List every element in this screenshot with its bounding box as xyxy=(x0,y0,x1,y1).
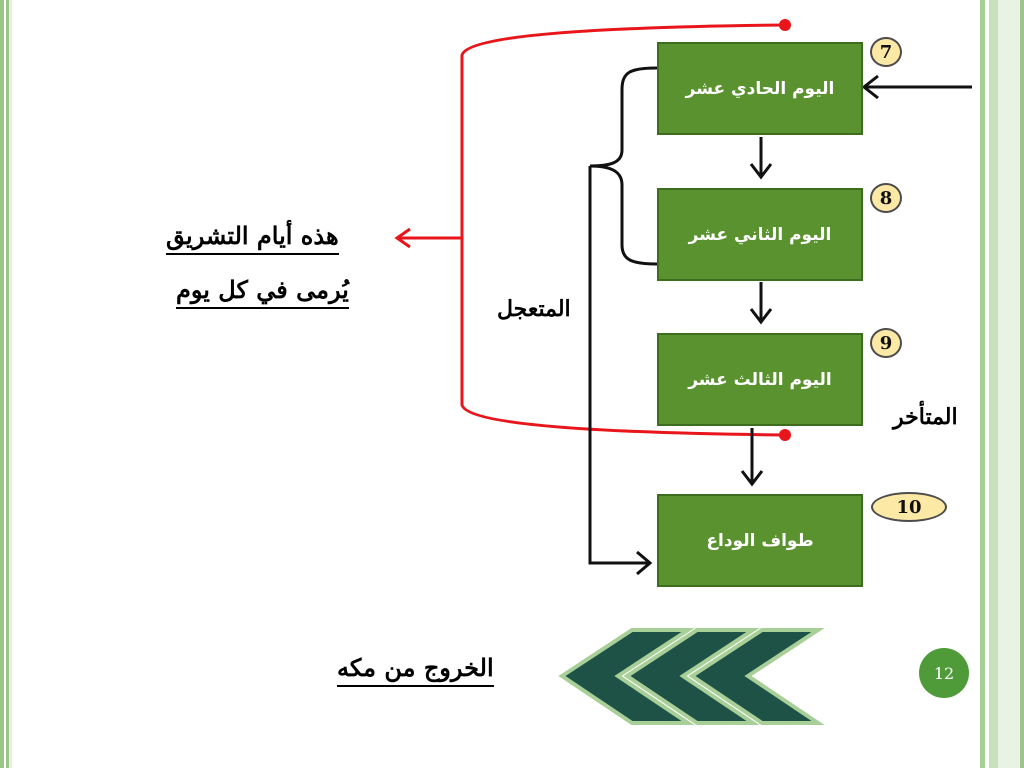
step-box-day11: اليوم الحادي عشر xyxy=(657,42,863,135)
step-box-day12: اليوم الثاني عشر xyxy=(657,188,863,281)
tashreeq-line2: يُرمى في كل يوم xyxy=(176,276,349,310)
step-number-badge: 9 xyxy=(870,328,902,358)
step-label: اليوم الحادي عشر xyxy=(685,78,835,99)
hasty-path-arrowhead xyxy=(636,550,653,576)
incoming-arrow-head xyxy=(861,74,879,100)
hasty-path-line xyxy=(588,166,648,565)
slide-frame-left xyxy=(0,0,12,768)
red-bracket-bottom-dot xyxy=(779,429,791,441)
step-label: اليوم الثالث عشر xyxy=(688,369,832,390)
arrow-day12-to-day13-head xyxy=(749,308,773,325)
arrow-day13-to-farewell-head xyxy=(740,470,764,487)
hasty-label: المتعجل xyxy=(497,296,571,322)
tashreeq-line1: هذه أيام التشريق xyxy=(166,222,339,256)
step-number-badge: 8 xyxy=(870,183,902,213)
step-number-badge: 10 xyxy=(871,492,947,522)
chevron-left-icon xyxy=(688,628,825,725)
page-number-badge: 12 xyxy=(919,648,969,698)
step-label: طواف الوداع xyxy=(706,530,814,551)
step-label: اليوم الثاني عشر xyxy=(688,224,832,245)
red-bracket xyxy=(460,23,786,437)
red-arrow-head xyxy=(394,227,411,249)
step-number-badge: 7 xyxy=(870,37,902,67)
chevron-left-icon xyxy=(623,628,760,725)
chevron-left-icon xyxy=(558,628,695,725)
step-box-day13: اليوم الثالث عشر xyxy=(657,333,863,426)
step-box-farewell: طواف الوداع xyxy=(657,494,863,587)
arrow-day11-to-day12-head xyxy=(749,163,773,180)
red-bracket-top-dot xyxy=(779,19,791,31)
slide-frame-right xyxy=(980,0,1024,768)
late-label: المتأخر xyxy=(893,404,958,430)
exit-mecca-label: الخروج من مكه xyxy=(337,654,494,688)
hasty-brace xyxy=(589,66,658,266)
